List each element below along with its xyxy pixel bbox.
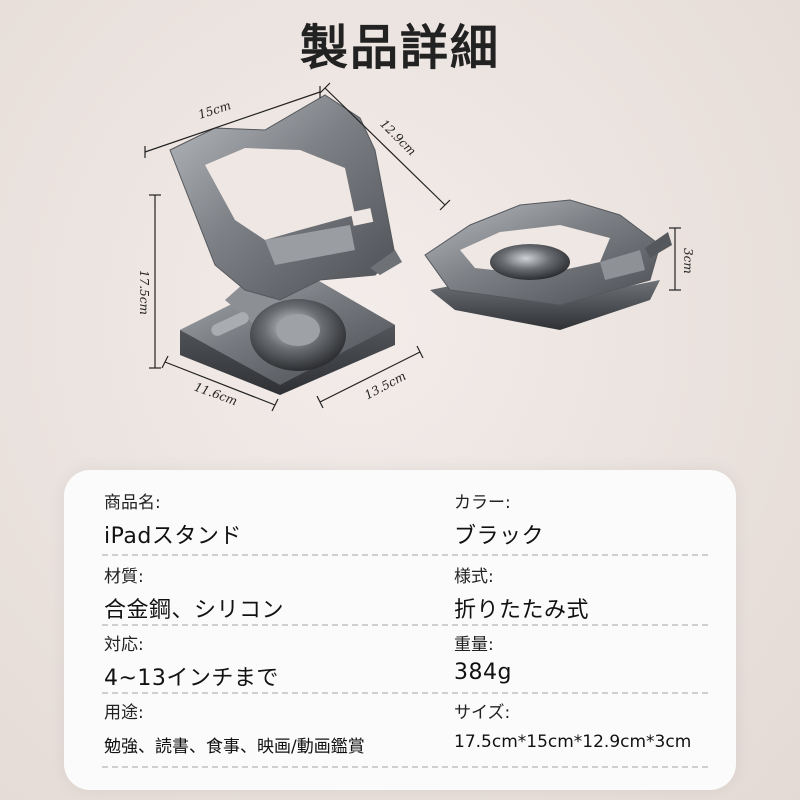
spec-label-compatibility: 対応:: [104, 635, 144, 655]
spec-label-size: サイズ:: [454, 703, 511, 723]
spec-value-product-name: iPadスタンド: [104, 524, 242, 549]
divider: [102, 766, 708, 768]
divider: [102, 554, 708, 556]
rotating-disc: [250, 299, 346, 371]
spec-label-usage: 用途:: [104, 703, 144, 723]
dim-base-width: 13.5cm: [362, 369, 408, 402]
spec-label-product-name: 商品名:: [104, 493, 161, 513]
spec-label-color: カラー:: [454, 493, 511, 513]
product-illustration: 15cm 12.9cm 17.5cm 11.6cm 13.5cm 3cm: [137, 82, 695, 412]
spec-value-usage: 勉強、読書、食事、映画/動画鑑賞: [104, 737, 365, 757]
dimension-lines: [144, 82, 681, 412]
dim-top-width: 15cm: [197, 98, 233, 122]
dim-folded-thickness: 3cm: [681, 248, 695, 274]
spec-card: 商品名: iPadスタンド カラー: ブラック 材質: 合金鋼、シリコン 様式:…: [64, 470, 736, 790]
dim-height: 17.5cm: [137, 270, 151, 315]
spec-value-size: 17.5cm*15cm*12.9cm*3cm: [454, 732, 692, 752]
dim-diagonal: 12.9cm: [377, 117, 419, 159]
divider: [102, 692, 708, 694]
spec-label-weight: 重量:: [454, 635, 494, 655]
divider: [102, 624, 708, 626]
page-title: 製品詳細: [299, 20, 500, 76]
spec-value-style: 折りたたみ式: [454, 598, 590, 623]
spec-value-weight: 384g: [454, 660, 512, 685]
folded-stand: [424, 199, 672, 330]
spec-label-style: 様式:: [454, 567, 494, 587]
stand-upright-frame: [169, 94, 402, 301]
spec-value-compatibility: 4~13インチまで: [104, 666, 279, 691]
spec-value-color: ブラック: [454, 524, 545, 549]
dim-base-depth: 11.6cm: [192, 380, 239, 408]
spec-label-material: 材質:: [104, 567, 144, 587]
spec-value-material: 合金鋼、シリコン: [104, 598, 285, 623]
